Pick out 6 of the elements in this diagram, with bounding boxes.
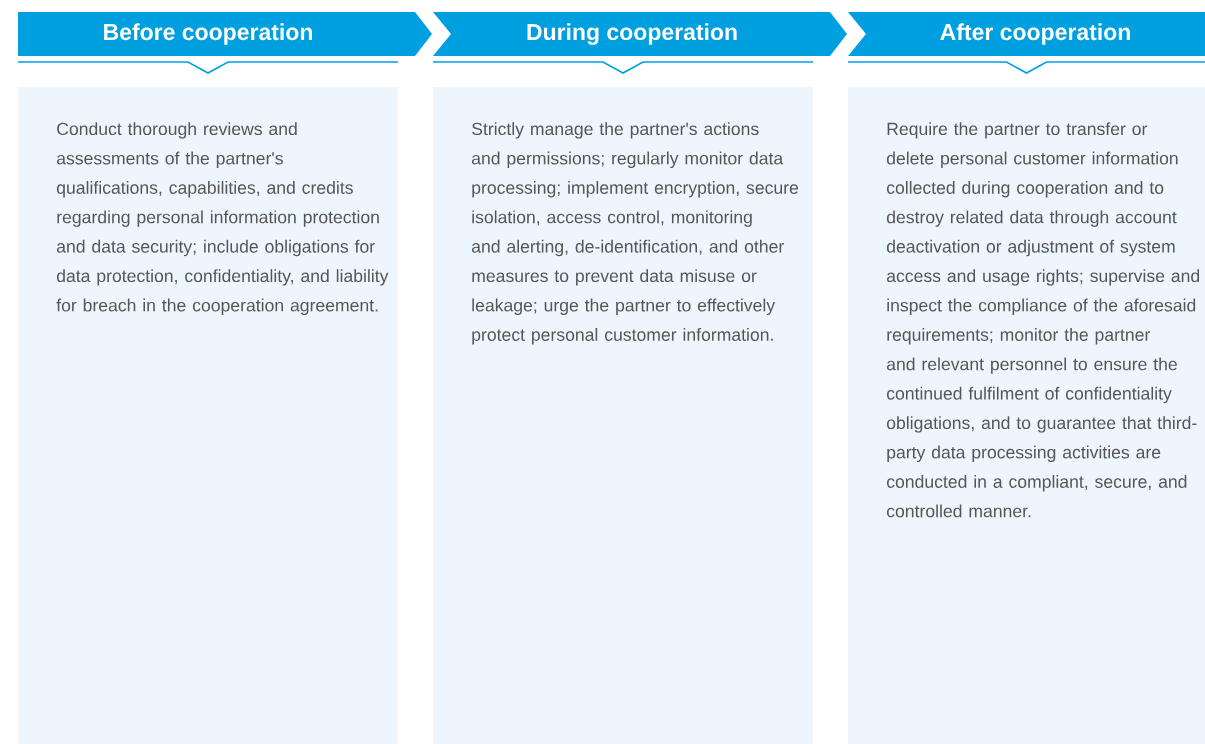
chevron-header: Before cooperation xyxy=(18,12,432,56)
text-panel: Strictly manage the partner's actions and permissions; regularly monitor data processing; implement encryption, secure isolation, access control, monitoring and alerting, de-identification, and other measures to prevent data misuse or leakage; urge the partner to effectively protect personal customer information. xyxy=(433,87,813,744)
text-panel: Require the partner to transfer or delete personal customer information collected during cooperation and to destroy related data through account deactivation or adjustment of system access and usage rights; supervise and inspect the compliance of the aforesaid requirements; monitor the partner and relevant personnel to ensure the continued fulfilment of confidentiality obligations, and to guarantee that third-party data processing activities are conducted in a compliant, secure, and controlled manner. xyxy=(848,87,1205,744)
chevron-header: After cooperation xyxy=(848,12,1205,56)
text-panel: Conduct thorough reviews and assessments of the partner's qualifications, capabilities, and credits regarding personal information protection and data security; include obligations for data protection, confidentiality, and liability for breach in the cooperation agreement. xyxy=(18,87,398,744)
chevron-header: During cooperation xyxy=(433,12,847,56)
